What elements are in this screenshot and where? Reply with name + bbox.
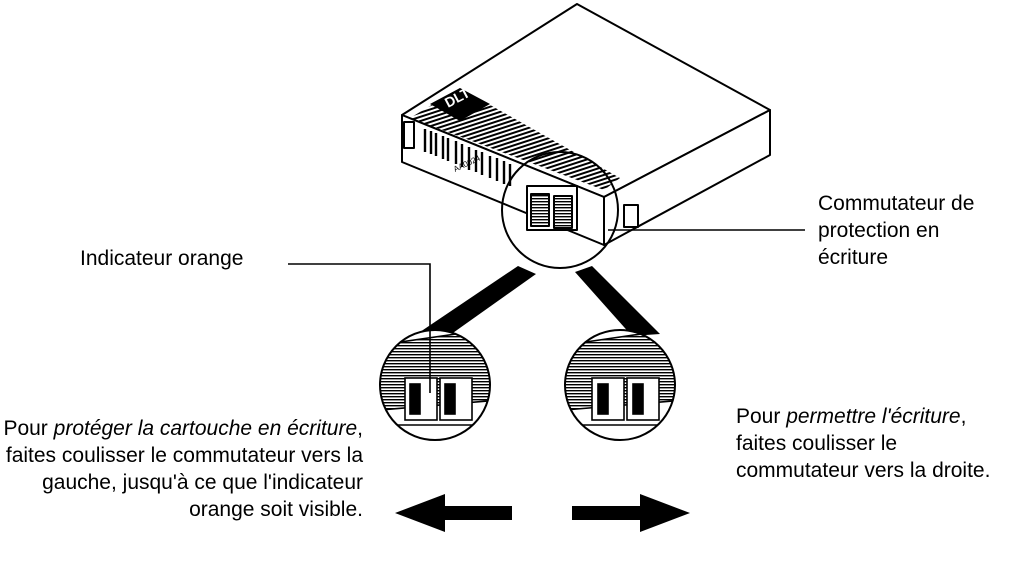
caption-allow-write: Pour permettre l'écriture, faites coulis… xyxy=(736,405,991,482)
label-orange-indicator: Indicateur orange xyxy=(80,247,244,270)
zoom-view-protected xyxy=(379,266,536,441)
left-arrow-icon xyxy=(395,494,512,532)
right-arrow-icon xyxy=(572,494,690,532)
caption-allow-write-emphasis: permettre l'écriture xyxy=(786,405,961,428)
caption-protect: Pour protéger la cartouche en écriture, … xyxy=(3,417,363,521)
caption-protect-emphasis: protéger la cartouche en écriture xyxy=(53,417,358,440)
leader-lines xyxy=(288,229,805,393)
magnifier-circle xyxy=(501,151,619,269)
zoom-view-writable xyxy=(564,266,676,441)
label-write-protect-switch: Commutateur de protection en écriture xyxy=(818,192,975,269)
tape-cartridge xyxy=(401,3,771,246)
leader-orange-indicator xyxy=(288,263,431,393)
